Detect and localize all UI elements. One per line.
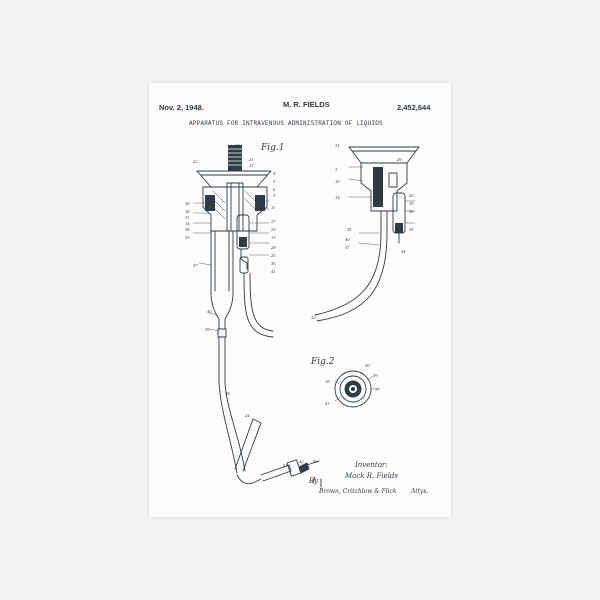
svg-text:29: 29 (397, 157, 402, 162)
svg-text:34: 34 (401, 249, 406, 254)
svg-text:40: 40 (345, 237, 350, 242)
svg-text:3: 3 (335, 167, 338, 172)
patent-date: Nov. 2, 1948. (159, 103, 204, 112)
patent-title: APPARATUS FOR INTRAVENOUS ADMINISTRATION… (189, 120, 383, 127)
svg-text:39: 39 (205, 327, 210, 332)
svg-text:31: 31 (185, 215, 190, 220)
svg-text:10: 10 (335, 179, 340, 184)
inventor-header: M. R. FIELDS (283, 100, 330, 109)
svg-text:41: 41 (283, 463, 288, 468)
svg-text:25: 25 (271, 227, 276, 232)
svg-text:6: 6 (273, 187, 276, 192)
svg-text:21: 21 (249, 157, 254, 162)
svg-text:27: 27 (271, 219, 276, 224)
svg-text:11: 11 (271, 205, 275, 210)
svg-text:19: 19 (409, 201, 414, 206)
svg-text:14: 14 (335, 195, 340, 200)
svg-text:20: 20 (365, 363, 370, 368)
patent-print: Nov. 2, 1948. M. R. FIELDS 2,452,644 APP… (149, 83, 451, 517)
fig2-drawing (334, 370, 380, 408)
attorneys-name: Brown, Critchlow & Flick (319, 488, 397, 495)
svg-text:40: 40 (313, 459, 318, 464)
svg-text:28: 28 (271, 245, 276, 250)
svg-text:18: 18 (325, 379, 330, 384)
patent-number: 2,452,644 (397, 103, 431, 112)
svg-text:4: 4 (273, 171, 276, 176)
inventor-name: Mack R. Fields (345, 472, 398, 480)
fig1-drawing (192, 145, 322, 488)
svg-text:18: 18 (185, 209, 190, 214)
svg-text:19: 19 (373, 373, 378, 378)
svg-text:36: 36 (409, 209, 414, 214)
svg-text:14: 14 (185, 221, 190, 226)
svg-text:25: 25 (271, 253, 276, 258)
svg-text:22: 22 (193, 159, 198, 164)
svg-text:32: 32 (311, 315, 316, 320)
svg-text:37: 37 (193, 263, 198, 268)
svg-text:31: 31 (335, 143, 340, 148)
svg-text:17: 17 (375, 387, 380, 392)
fig1-label: Fig.1 (261, 143, 285, 153)
svg-text:3: 3 (273, 193, 276, 198)
svg-text:25: 25 (347, 227, 352, 232)
svg-text:41: 41 (271, 269, 276, 274)
svg-text:40: 40 (207, 309, 212, 314)
svg-text:37: 37 (345, 245, 350, 250)
svg-text:33: 33 (185, 235, 190, 240)
attys-label: Attys. (411, 488, 429, 495)
svg-text:30: 30 (185, 201, 190, 206)
svg-text:38: 38 (185, 227, 190, 232)
svg-text:38: 38 (225, 391, 230, 396)
svg-text:5: 5 (273, 179, 276, 184)
fig1-right-drawing (314, 146, 420, 322)
svg-text:35: 35 (409, 227, 414, 232)
svg-text:12: 12 (249, 163, 254, 168)
svg-text:36: 36 (271, 261, 276, 266)
svg-text:23: 23 (235, 143, 240, 148)
svg-text:24: 24 (245, 413, 250, 418)
svg-text:13: 13 (271, 235, 276, 240)
inventor-label: Inventor: (355, 461, 388, 469)
fig2-label: Fig.2 (311, 357, 335, 367)
svg-text:20: 20 (409, 193, 414, 198)
svg-text:41: 41 (325, 401, 330, 406)
svg-text:42: 42 (299, 459, 304, 464)
